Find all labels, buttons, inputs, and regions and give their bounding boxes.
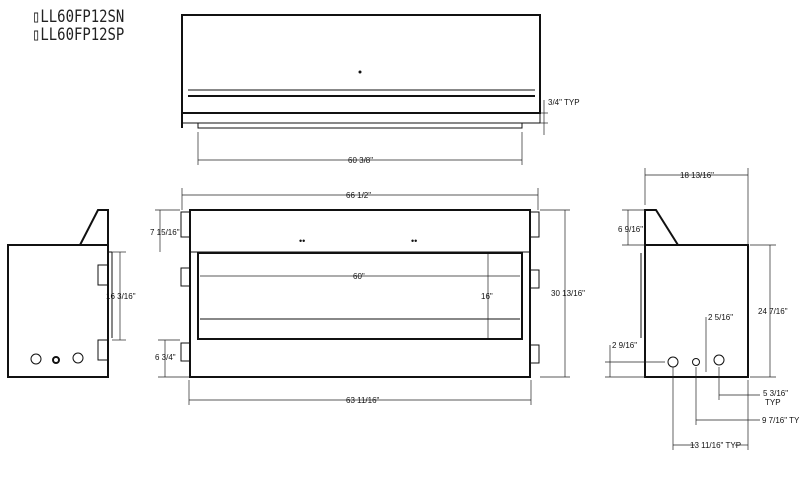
dim-side-depth: 18 13/16": [680, 171, 714, 180]
dim-hole-3: 13 11/16" TYP: [690, 441, 741, 450]
dim-side-flange: 6 9/16": [618, 225, 643, 234]
dim-top-flange: 3/4" TYP: [548, 98, 580, 107]
right-side-view: 18 13/16" 6 9/16" 24 7/16" 2 9/16" 2 5/1…: [605, 168, 800, 450]
dim-opening-height: 16": [481, 292, 493, 301]
dim-hole-1: 5 3/16": [763, 389, 788, 398]
dim-overall-width: 66 1/2": [346, 191, 371, 200]
dim-top-width: 60 3/8": [348, 156, 373, 165]
front-view: •• •• 66 1/2" 63 11/16" 30 13/16" 7 15/1…: [150, 188, 585, 405]
left-side-view: 16 3/16": [7, 209, 136, 378]
top-view: 60 3/8" 3/4" TYP: [181, 14, 580, 165]
dim-gas-height: 2 9/16": [612, 341, 637, 350]
dim-hole-height: 2 5/16": [708, 313, 733, 322]
dim-hole-2: 9 7/16" TYP: [762, 416, 800, 425]
dim-bottom-panel: 6 3/4": [155, 353, 176, 362]
dim-side-body-height: 24 7/16": [758, 307, 788, 316]
model-numbers: ▯LL60FP12SN ▯LL60FP12SP: [32, 8, 124, 44]
dim-opening-width: 60": [353, 272, 365, 281]
model-sn: ▯LL60FP12SN: [32, 7, 125, 27]
dim-top-panel: 7 15/16": [150, 228, 180, 237]
dim-hole-1-typ: TYP: [765, 398, 781, 407]
model-sp: ▯LL60FP12SP: [32, 25, 125, 45]
svg-text:••: ••: [299, 236, 305, 246]
dim-body-width: 63 11/16": [346, 396, 380, 405]
dim-opening-height-side: 16 3/16": [106, 292, 136, 301]
dim-overall-height: 30 13/16": [551, 289, 585, 298]
svg-text:••: ••: [411, 236, 417, 246]
